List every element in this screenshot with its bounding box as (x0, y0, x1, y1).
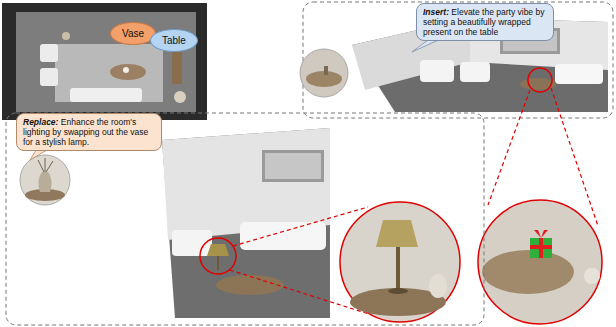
instruction-bubble: Insert: Elevate the party vibe by settin… (416, 3, 554, 41)
object-bubble: Table (150, 29, 198, 52)
lamp-zoom (340, 202, 460, 322)
panel-outline (6, 113, 484, 325)
gift-zoom (478, 200, 602, 324)
panel-outline (303, 2, 613, 118)
overhead-room (2, 3, 207, 120)
instruction-heading: Insert: (423, 7, 449, 17)
bubble-text: Vase (122, 28, 144, 39)
table-zoom (300, 49, 348, 97)
instruction-heading: Replace: (23, 117, 58, 127)
instruction-bubble: Replace: Enhance the room's lighting by … (16, 113, 162, 151)
vase-zoom (20, 155, 70, 205)
bubble-text: Table (162, 35, 186, 46)
replace-room-view (162, 128, 330, 318)
